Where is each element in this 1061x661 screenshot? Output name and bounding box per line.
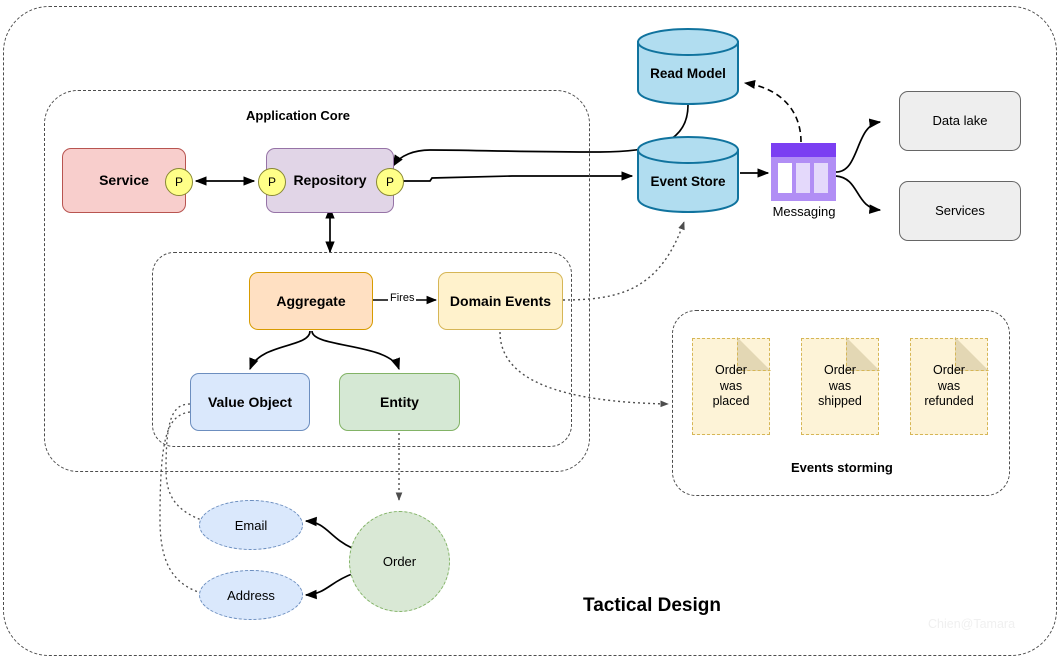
watermark: Chien@Tamara xyxy=(928,617,1016,631)
node-value-object[interactable]: Value Object xyxy=(190,373,310,431)
port-service-right[interactable]: P xyxy=(165,168,193,196)
edge-label-fires: Fires xyxy=(388,292,417,304)
messaging-icon[interactable] xyxy=(771,143,836,201)
node-read-model[interactable]: Read Model xyxy=(636,26,740,106)
node-data-lake[interactable]: Data lake xyxy=(899,91,1021,151)
sticky-line-1: Order xyxy=(933,363,965,378)
node-order[interactable]: Order xyxy=(349,511,450,612)
sticky-note[interactable]: Order was refunded xyxy=(910,337,989,435)
sticky-text: Order was refunded xyxy=(910,338,988,435)
sticky-note[interactable]: Order was placed xyxy=(692,337,771,435)
sticky-line-3: placed xyxy=(712,394,750,409)
node-entity[interactable]: Entity xyxy=(339,373,460,431)
sticky-line-1: Order xyxy=(824,363,856,378)
sticky-line-3: refunded xyxy=(924,394,974,409)
sticky-line-2: was xyxy=(937,378,961,393)
sticky-line-2: was xyxy=(828,378,852,393)
sticky-note[interactable]: Order was shipped xyxy=(801,337,880,435)
node-services[interactable]: Services xyxy=(899,181,1021,241)
outer-boundary xyxy=(3,6,1057,656)
sticky-line-1: Order xyxy=(715,363,747,378)
node-email[interactable]: Email xyxy=(199,500,303,550)
node-event-store-label: Event Store xyxy=(650,174,726,189)
application-core-label: Application Core xyxy=(246,108,351,123)
node-event-store[interactable]: Event Store xyxy=(636,134,740,214)
sticky-text: Order was shipped xyxy=(801,338,879,435)
sticky-body xyxy=(910,338,988,435)
events-storming-boundary xyxy=(672,310,1010,496)
port-repository-left[interactable]: P xyxy=(258,168,286,196)
sticky-line-3: shipped xyxy=(818,394,862,409)
node-read-model-label: Read Model xyxy=(650,66,726,81)
node-aggregate[interactable]: Aggregate xyxy=(249,272,373,330)
node-address[interactable]: Address xyxy=(199,570,303,620)
messaging-label: Messaging xyxy=(772,203,836,219)
sticky-line-2: was xyxy=(719,378,743,393)
sticky-body xyxy=(692,338,770,435)
node-domain-events[interactable]: Domain Events xyxy=(438,272,563,330)
sticky-body xyxy=(801,338,879,435)
port-repository-right[interactable]: P xyxy=(376,168,404,196)
events-storming-label: Events storming xyxy=(791,460,893,475)
diagram-title: Tactical Design xyxy=(583,595,721,616)
sticky-text: Order was placed xyxy=(692,338,770,435)
